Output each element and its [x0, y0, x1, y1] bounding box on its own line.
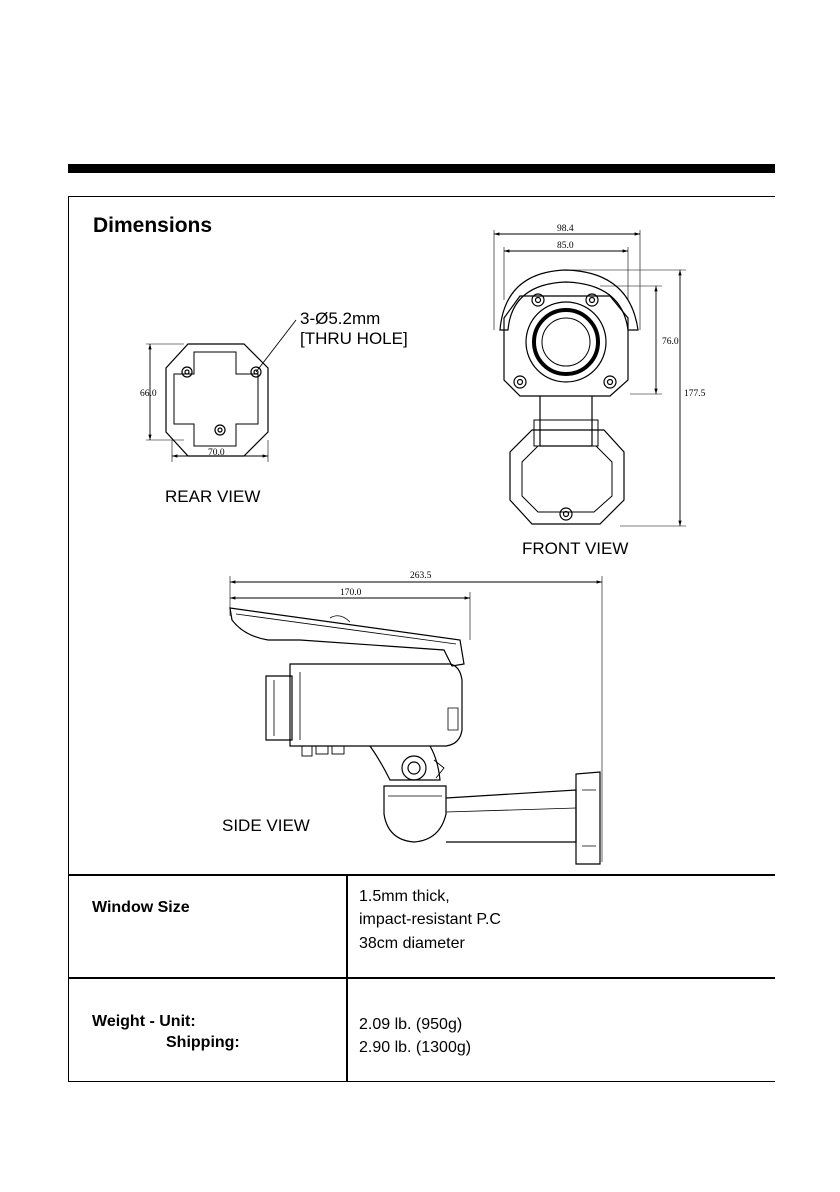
spec-value-window-line3: 38cm diameter — [359, 933, 465, 955]
spec-label-window-size: Window Size — [92, 899, 190, 917]
hole-note-line2: [THRU HOLE] — [300, 329, 408, 349]
front-dim-body-height: 76.0 — [662, 337, 679, 347]
spec-table-divider-top — [68, 874, 775, 876]
rear-dim-width: 70.0 — [208, 448, 225, 458]
spec-value-weight-unit: 2.09 lb. (950g) — [359, 1014, 462, 1036]
rear-view-drawing — [146, 320, 296, 462]
spec-table-divider-mid — [68, 977, 775, 979]
side-view-label: SIDE VIEW — [222, 816, 310, 836]
spec-value-window-line1: 1.5mm thick, — [359, 886, 450, 908]
spec-label-weight-unit: Weight - Unit: — [92, 1013, 196, 1031]
side-dim-total-length: 263.5 — [410, 571, 432, 581]
front-dim-outer-width: 98.4 — [557, 224, 574, 234]
side-dim-body-length: 170.0 — [340, 588, 362, 598]
spec-label-weight-shipping: Shipping: — [166, 1034, 240, 1052]
spec-value-window-line2: impact-resistant P.C — [359, 909, 501, 931]
rear-view-label: REAR VIEW — [165, 487, 260, 507]
front-dim-total-height: 177.5 — [684, 389, 706, 399]
front-view-label: FRONT VIEW — [522, 539, 628, 559]
hole-note-line1: 3-Ø5.2mm — [300, 309, 380, 329]
rear-dim-height: 66.0 — [140, 389, 157, 399]
spec-table-column-divider — [346, 874, 348, 1082]
front-view-drawing — [494, 230, 686, 526]
spec-value-weight-shipping: 2.90 lb. (1300g) — [359, 1037, 471, 1059]
front-dim-inner-width: 85.0 — [557, 241, 574, 251]
